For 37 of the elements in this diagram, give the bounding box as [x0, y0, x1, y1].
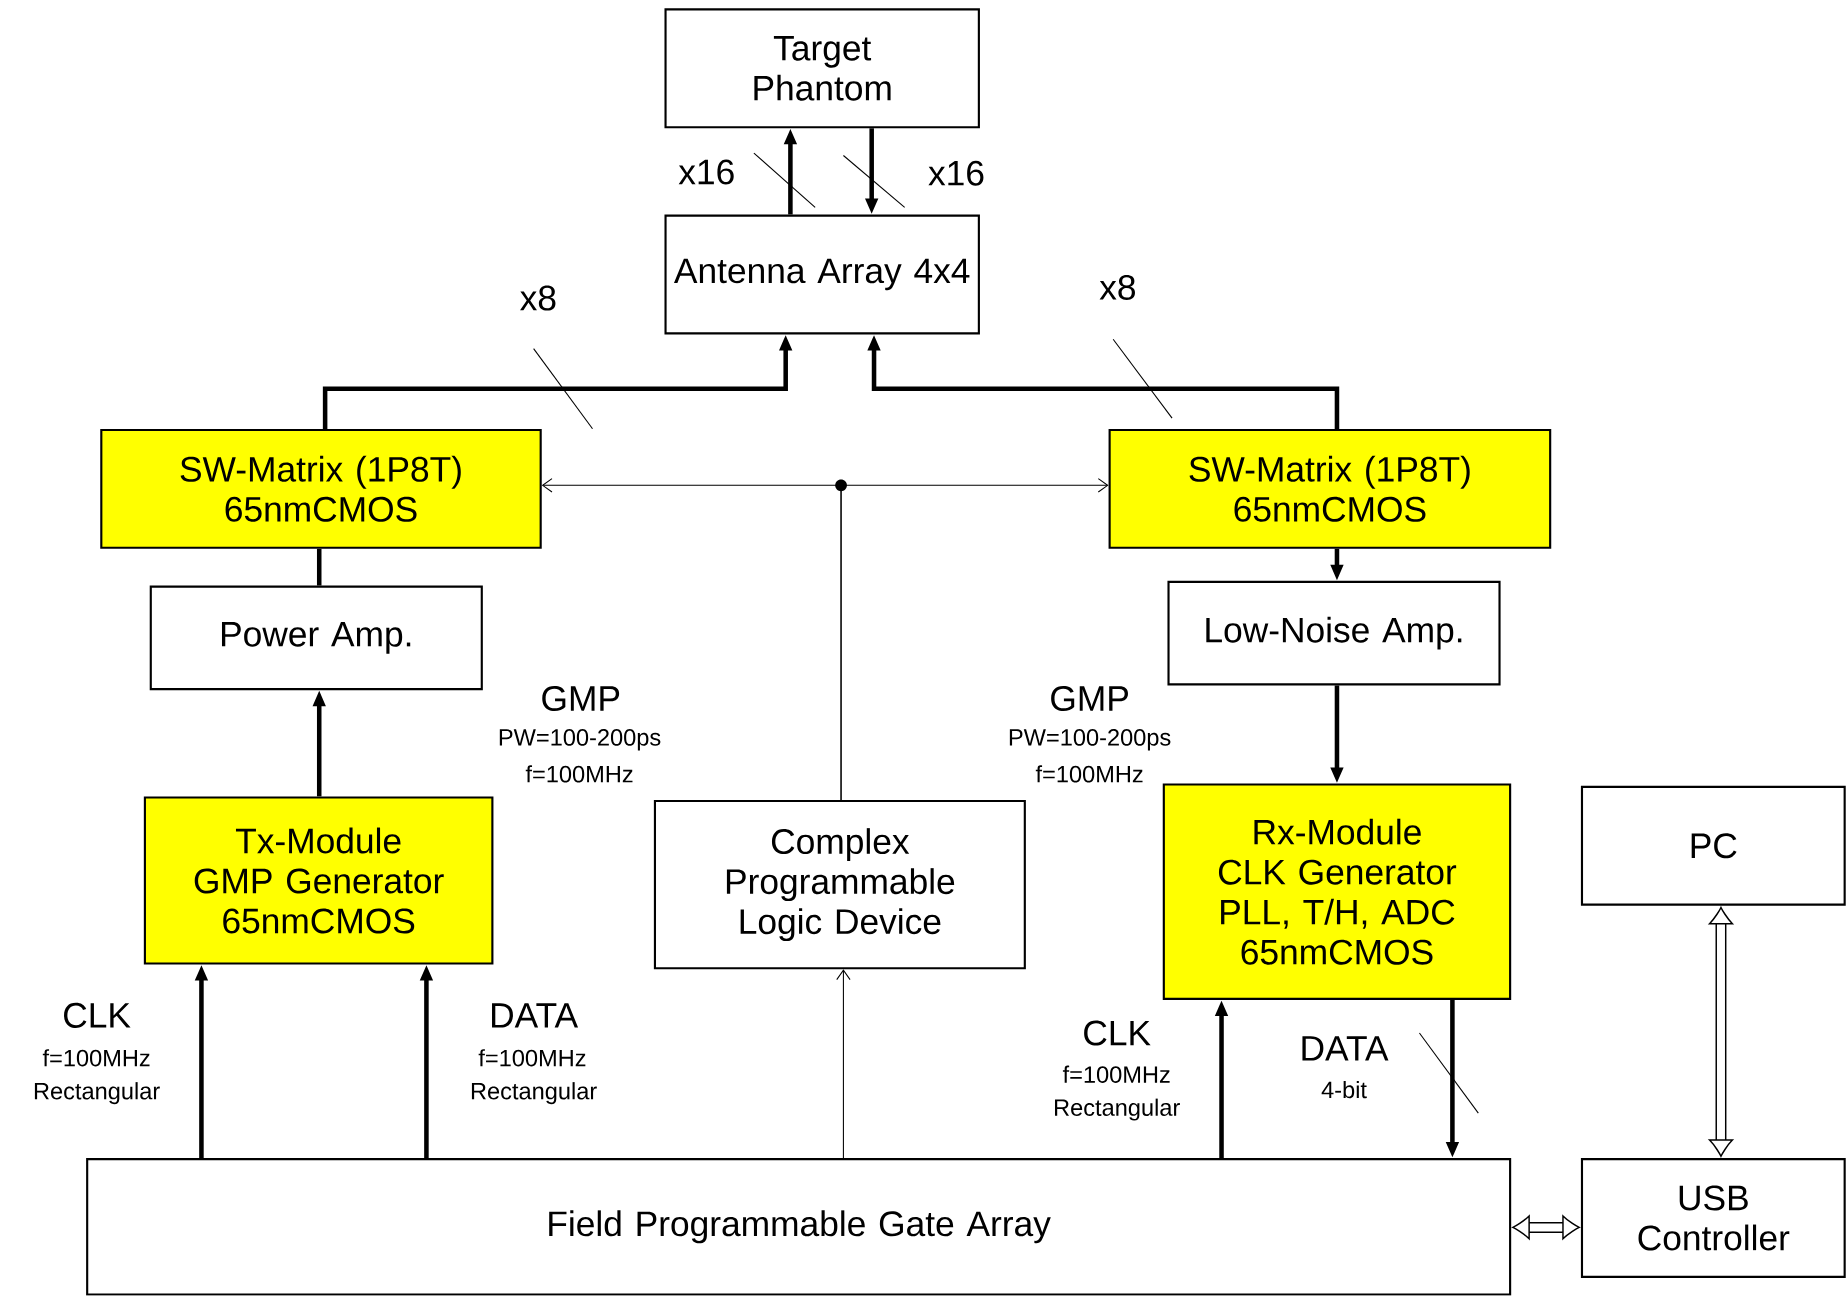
- block-box: Rx-Module CLK Generator PLL, T/H, ADC 65nmCMOS: [1162, 783, 1512, 1001]
- signal-label: x8: [1099, 275, 1135, 301]
- arrow: [836, 969, 851, 1159]
- signal-label: CLK: [1084, 1020, 1151, 1046]
- block-box: Field Programmable Gate Array: [86, 1158, 1512, 1296]
- block-box: PC: [1580, 785, 1846, 906]
- signal-label: x8: [520, 285, 556, 311]
- arrow: [840, 478, 1109, 801]
- arrow: [1708, 906, 1734, 1158]
- signal-label: DATA: [492, 1003, 579, 1028]
- signal-label: x16: [678, 159, 734, 185]
- block-box: Complex Programmable Logic Device: [653, 800, 1026, 970]
- signal-label: PW=100-200ps: [1009, 729, 1171, 751]
- signal-label: GMP: [542, 686, 620, 712]
- signal-label: CLK: [64, 1003, 131, 1029]
- signal-label: f=100MHz: [1035, 765, 1143, 783]
- block-box: Tx-Module GMP Generator 65nmCMOS: [143, 796, 494, 965]
- signal-label: DATA: [1302, 1036, 1389, 1061]
- arrow: [1512, 1215, 1580, 1240]
- block-box: Antenna Array 4x4: [664, 214, 980, 335]
- block-box: Target Phantom: [664, 8, 980, 129]
- signal-label: 4-bit: [1321, 1081, 1367, 1099]
- block-box: Low-Noise Amp.: [1167, 580, 1501, 686]
- signal-label: f=100MHz: [478, 1049, 586, 1067]
- signal-label: f=100MHz: [525, 765, 633, 783]
- signal-label: f=100MHz: [1062, 1065, 1170, 1084]
- signal-label: f=100MHz: [42, 1049, 150, 1067]
- block-box: Power Amp.: [149, 585, 483, 691]
- signal-label: PW=100-200ps: [499, 729, 661, 751]
- block-box: SW-Matrix (1P8T) 65nmCMOS: [100, 429, 542, 549]
- signal-label: Rectangular: [1055, 1098, 1180, 1121]
- signal-label: x16: [928, 160, 984, 186]
- block-box: SW-Matrix (1P8T) 65nmCMOS: [1108, 429, 1552, 549]
- block-box: USB Controller: [1580, 1158, 1846, 1279]
- signal-label: Rectangular: [34, 1082, 160, 1105]
- signal-label: GMP: [1051, 686, 1128, 712]
- signal-label: Rectangular: [471, 1082, 597, 1105]
